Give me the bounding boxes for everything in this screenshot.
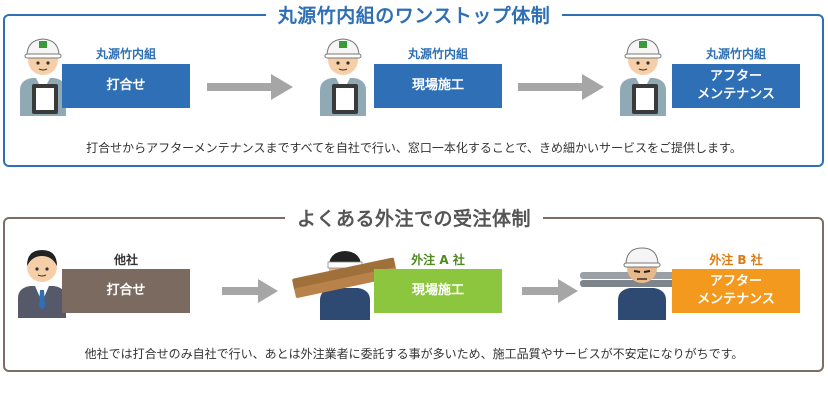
businessman-icon [18, 250, 66, 318]
worker-pipes-icon [580, 247, 690, 320]
other-company-label: 他社 [113, 253, 138, 267]
step1-company: 丸源竹内組 [95, 47, 156, 61]
right-arrow-icon [207, 74, 293, 100]
one-stop-title: 丸源竹内組のワンストップ体制 [0, 1, 828, 28]
outsourcing-description: 他社では打合せのみ自社で行い、あとは外注業者に委託する事が多いため、施工品質やサ… [84, 347, 744, 361]
step2-task-box: 現場施工 [374, 64, 502, 108]
other-task-box: 打合せ [62, 269, 190, 313]
right-arrow-icon [522, 279, 578, 303]
outsourcing-title: よくある外注での受注体制 [0, 204, 828, 231]
outsourcer-a-label: 外注 A 社 [411, 253, 465, 267]
outsourcer-b-label: 外注 B 社 [709, 253, 763, 267]
step2-company: 丸源竹内組 [407, 47, 468, 61]
right-arrow-icon [518, 74, 604, 100]
worker-clipboard-icon [620, 38, 666, 116]
step1-task-box: 打合せ [62, 64, 190, 108]
outsourcer-a-task-box: 現場施工 [374, 269, 502, 313]
outsourcer-b-task-box: アフター メンテナンス [672, 269, 800, 313]
one-stop-description: 打合せからアフターメンテナンスまですべてを自社で行い、窓口一本化することで、きめ… [86, 141, 742, 155]
step3-task-box: アフター メンテナンス [672, 64, 800, 108]
step3-company: 丸源竹内組 [705, 47, 766, 61]
worker-clipboard-icon [320, 38, 366, 116]
carpenter-lumber-icon [292, 251, 398, 320]
worker-clipboard-icon [20, 38, 66, 116]
right-arrow-icon [222, 279, 278, 303]
